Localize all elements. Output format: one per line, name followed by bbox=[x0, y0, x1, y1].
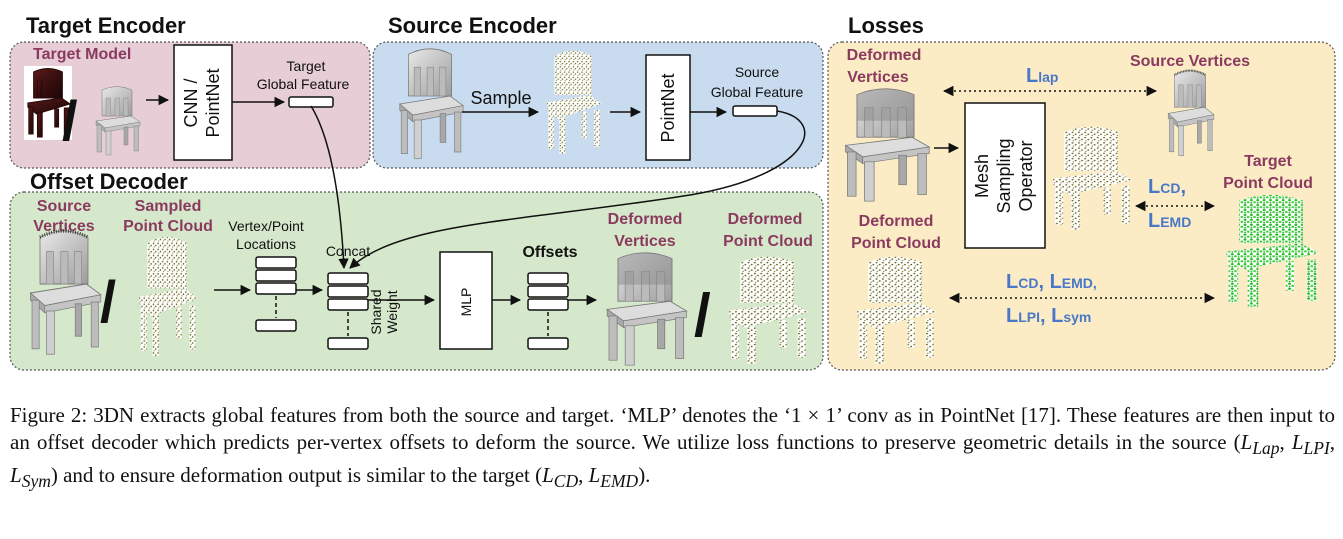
pointnet-label: PointNet bbox=[658, 73, 678, 142]
shared-weight-label-2: Weight bbox=[384, 290, 400, 333]
shared-weight-label-1: Shared bbox=[368, 289, 384, 334]
offset-decoder-panel bbox=[9, 191, 824, 371]
target-model-label: Target Model bbox=[33, 46, 131, 63]
decoder-deformed-pc-label-1: Deformed bbox=[728, 211, 803, 228]
sampled-point-cloud-label-2: Point Cloud bbox=[123, 218, 213, 235]
target-pc-label-2: Point Cloud bbox=[1223, 175, 1313, 192]
mesh-sampling-label-2: Sampling bbox=[994, 138, 1014, 213]
loss-lap: Llap bbox=[1026, 65, 1058, 87]
decoder-source-vertices-label-2: Vertices bbox=[33, 218, 94, 235]
caption-math-emd-sub: EMD bbox=[600, 471, 639, 492]
caption-math-sym: L bbox=[10, 463, 22, 488]
losses-deformed-pc-label-2: Point Cloud bbox=[851, 235, 941, 252]
decoder-deformed-vertices-label-1: Deformed bbox=[608, 211, 683, 228]
caption-math-cd: L bbox=[542, 463, 554, 488]
decoder-slash-1: / bbox=[100, 270, 116, 335]
sampled-point-cloud-label-1: Sampled bbox=[135, 198, 202, 215]
caption-part-3: ). bbox=[638, 463, 651, 488]
decoder-deformed-vertices-mesh bbox=[606, 252, 687, 366]
figure-caption: Figure 2: 3DN extracts global features f… bbox=[10, 403, 1336, 492]
caption-part-1: Figure 2: 3DN extracts global features f… bbox=[10, 403, 1335, 454]
concat-stack bbox=[327, 272, 369, 350]
losses-source-vertices-label: Source Vertices bbox=[1130, 53, 1250, 70]
caption-math-lap: L bbox=[1240, 430, 1253, 454]
cnn-pointnet-label-1: CNN / bbox=[181, 79, 201, 128]
loss-emd: LEMD bbox=[1148, 210, 1191, 232]
caption-math-cd-sub: CD bbox=[553, 471, 579, 492]
vertex-point-label-1: Vertex/Point bbox=[228, 218, 304, 234]
target-global-feature-vector bbox=[288, 96, 334, 108]
target-slash: / bbox=[62, 89, 78, 152]
caption-math-lpi-sub: LPI bbox=[1303, 438, 1330, 459]
vertex-location-stack bbox=[255, 256, 297, 332]
source-encoder-title: Source Encoder bbox=[388, 13, 557, 38]
sample-label: Sample bbox=[470, 88, 531, 108]
mesh-sampling-label-3: Operator bbox=[1016, 140, 1036, 211]
caption-math-lap-sub: Lap bbox=[1252, 438, 1280, 459]
loss-cd: LCD, bbox=[1148, 176, 1186, 198]
offsets-label: Offsets bbox=[522, 244, 577, 261]
mlp-label: MLP bbox=[458, 288, 474, 317]
mesh-sampling-operator-box bbox=[964, 102, 1046, 249]
cnn-pointnet-box bbox=[173, 44, 233, 161]
source-global-feature-label-2: Global Feature bbox=[711, 84, 804, 100]
pointnet-box bbox=[645, 54, 691, 161]
losses-deformed-pc-label-1: Deformed bbox=[859, 213, 934, 230]
caption-math-sym-sub: Sym bbox=[21, 471, 51, 492]
source-global-feature-vector bbox=[732, 105, 778, 117]
caption-math-lpi: L bbox=[1291, 430, 1304, 454]
decoder-slash-2: / bbox=[694, 282, 711, 349]
losses-deformed-vertices-mesh bbox=[845, 88, 930, 202]
loss-cd-emd-2: LCD, LEMD, bbox=[1006, 271, 1097, 293]
target-pc-label-1: Target bbox=[1244, 153, 1292, 170]
target-global-feature-label-2: Global Feature bbox=[257, 76, 350, 92]
decoder-deformed-pc-label-2: Point Cloud bbox=[723, 233, 813, 250]
offset-decoder-title: Offset Decoder bbox=[30, 169, 188, 194]
target-encoder-title: Target Encoder bbox=[26, 13, 186, 38]
concat-label: Concat bbox=[326, 243, 370, 259]
vertex-point-label-2: Locations bbox=[236, 236, 296, 252]
arrow-source-feature-to-concat bbox=[349, 110, 806, 269]
losses-deformed-vertices-label-2: Vertices bbox=[847, 69, 908, 86]
target-image-thumbnail bbox=[24, 66, 72, 140]
mesh-sampling-label-1: Mesh bbox=[972, 154, 992, 198]
losses-deformed-vertices-label-1: Deformed bbox=[847, 47, 922, 64]
arrow-target-feature-to-concat bbox=[310, 105, 349, 270]
caption-part-2: ) and to ensure deformation output is si… bbox=[50, 463, 543, 488]
caption-math-emd: L bbox=[588, 463, 601, 488]
decoder-source-vertices-label-1: Source bbox=[37, 198, 91, 215]
losses-source-vertices-mesh bbox=[1167, 69, 1215, 156]
cnn-pointnet-label-2: PointNet bbox=[203, 68, 223, 137]
losses-title: Losses bbox=[848, 13, 924, 38]
loss-lpi-sym: LLPI, Lsym bbox=[1006, 305, 1091, 327]
decoder-deformed-vertices-label-2: Vertices bbox=[614, 233, 675, 250]
target-global-feature-label-1: Target bbox=[287, 58, 326, 74]
offsets-stack bbox=[527, 272, 569, 350]
architecture-diagram: Target Encoder Source Encoder Offset Dec… bbox=[9, 13, 1336, 371]
source-global-feature-label-1: Source bbox=[735, 64, 780, 80]
decoder-source-vertices-mesh bbox=[29, 229, 102, 355]
